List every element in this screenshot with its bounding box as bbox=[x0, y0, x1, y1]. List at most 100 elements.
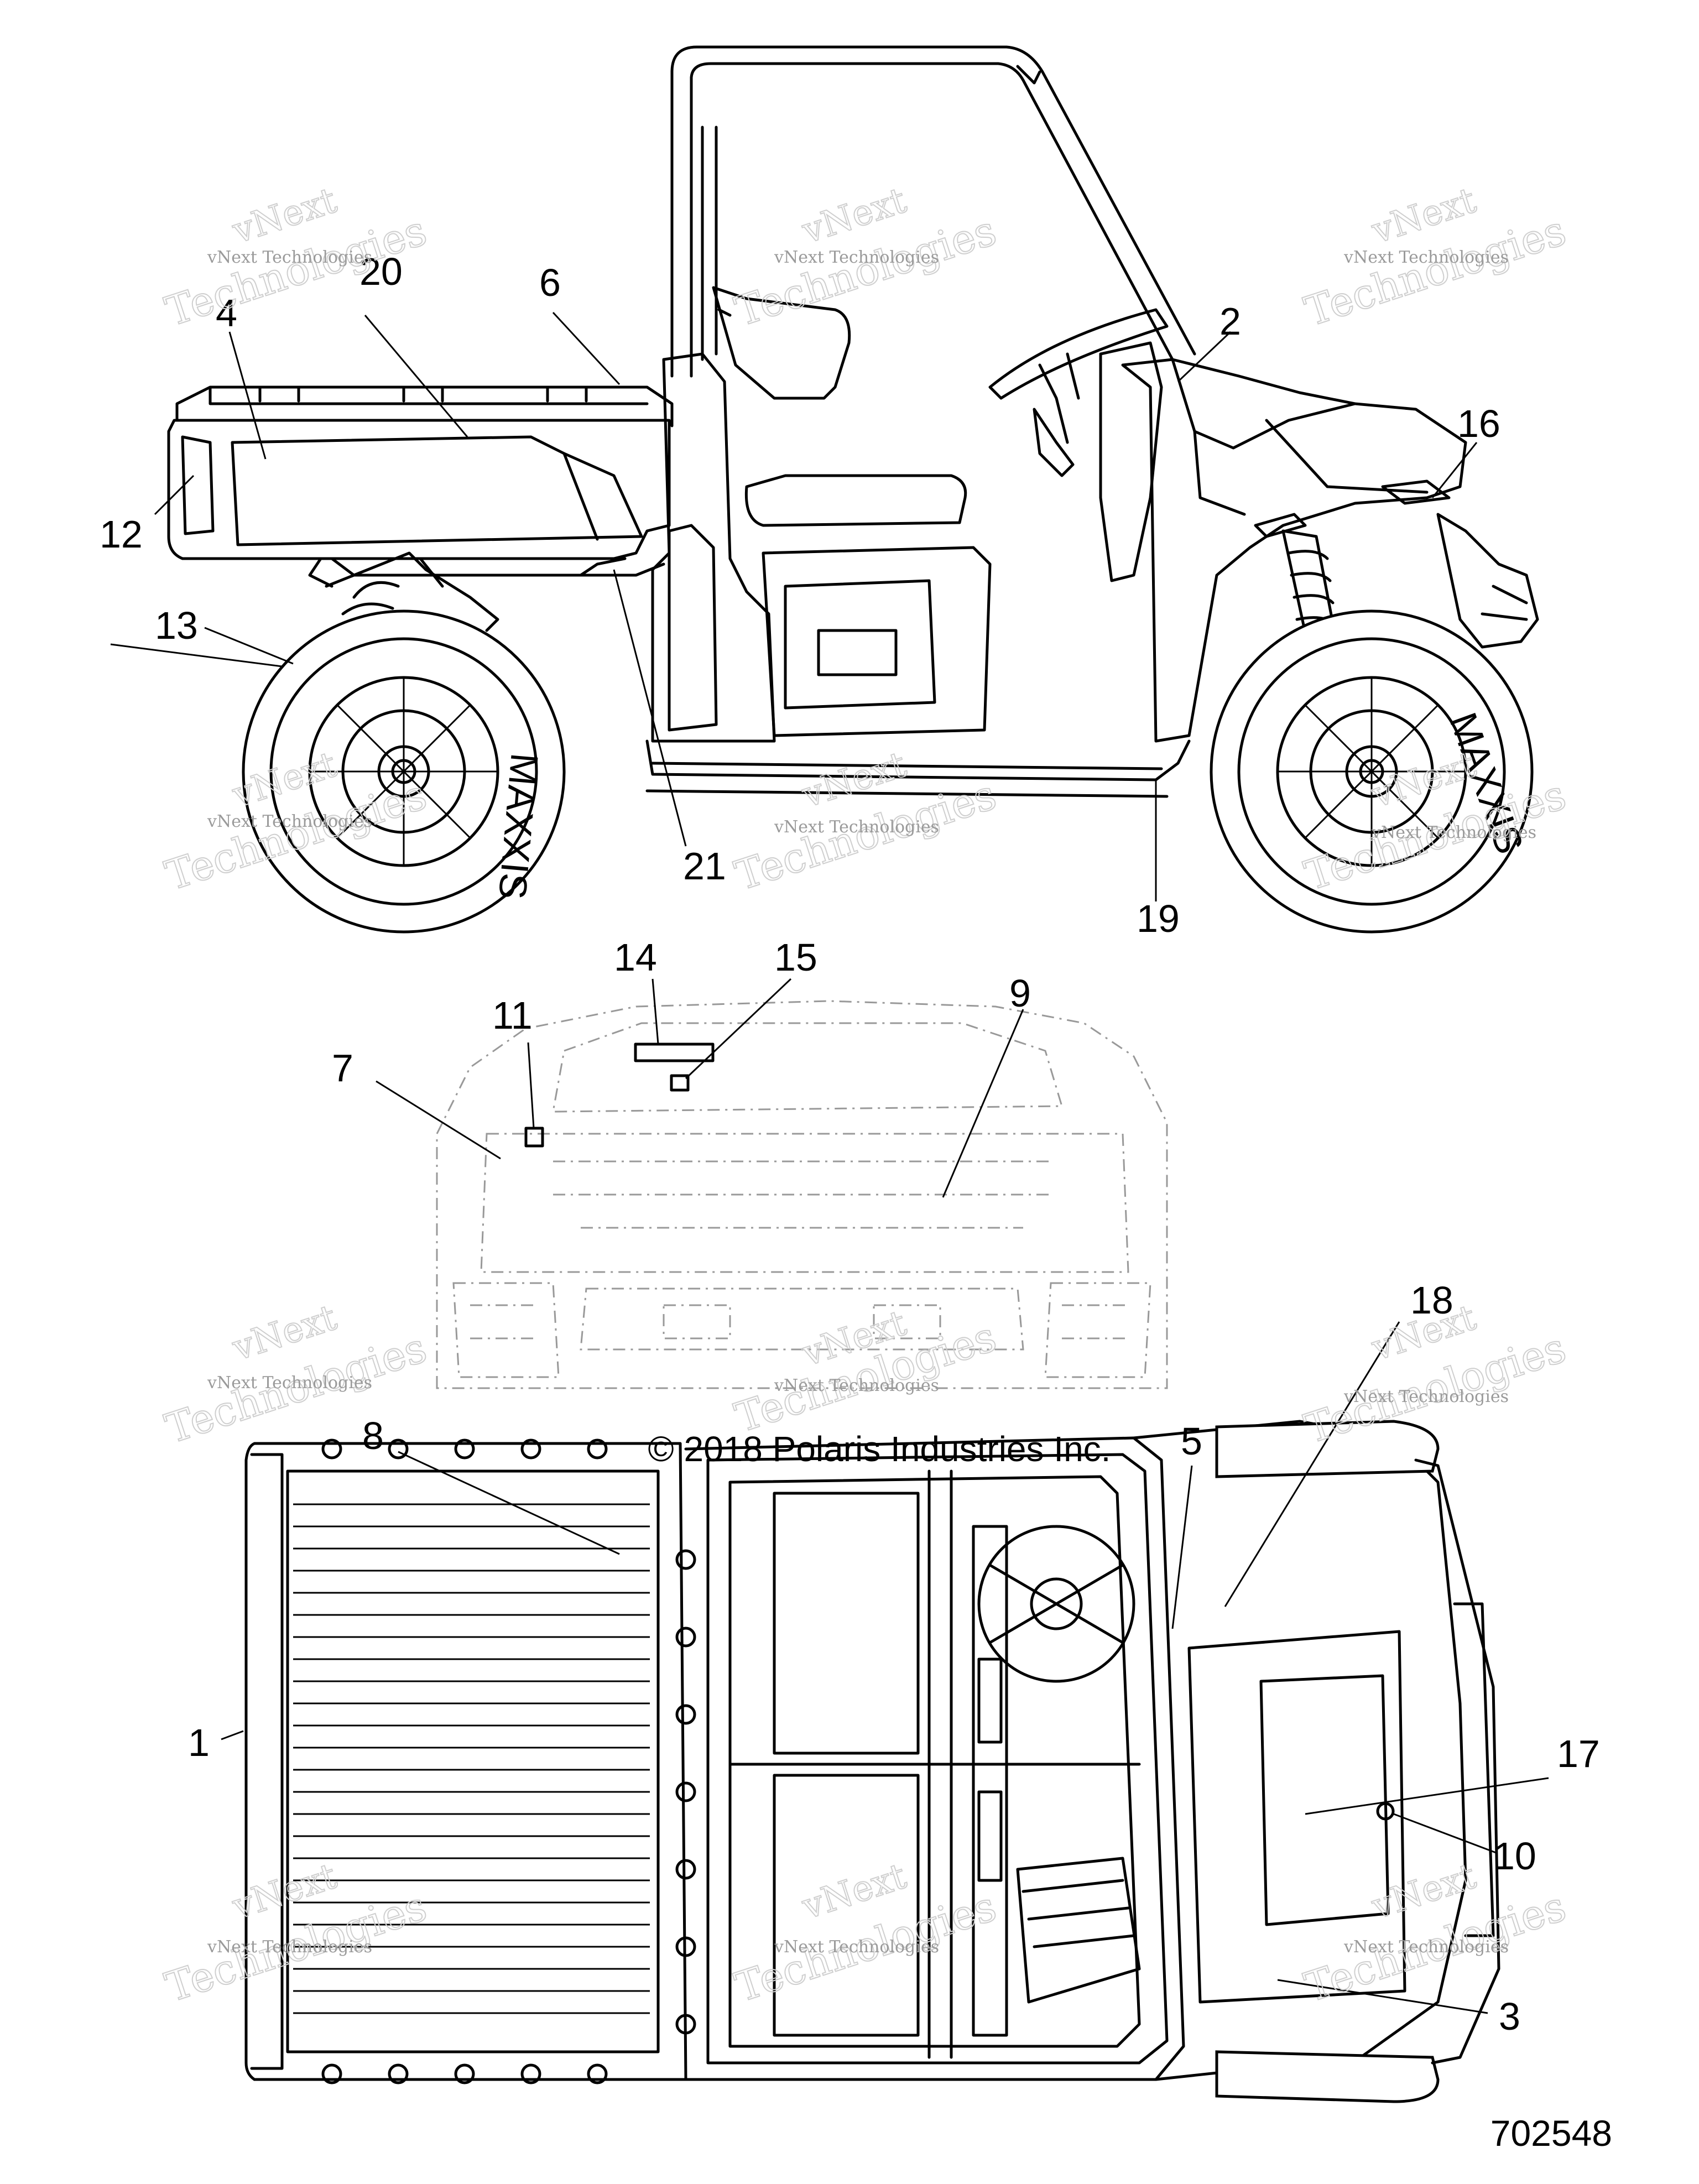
svg-text:vNext Technologies: vNext Technologies bbox=[207, 812, 372, 831]
svg-text:vNext Technologies: vNext Technologies bbox=[774, 1376, 939, 1395]
watermark-bottom-left: Technologies vNext vNext Technologies bbox=[159, 1855, 432, 2012]
roll-cage bbox=[670, 45, 1196, 378]
top-console bbox=[972, 1525, 1008, 2037]
watermark-bottom-center: Technologies vNext vNext Technologies bbox=[729, 1855, 1002, 2012]
top-cargo-bed-outer bbox=[244, 1442, 687, 2081]
top-front-tire-upper bbox=[1215, 1420, 1440, 1478]
cargo-box bbox=[167, 419, 671, 560]
top-hood-emblem bbox=[1376, 1802, 1395, 1821]
front-view-grille bbox=[480, 1133, 1129, 1273]
front-body bbox=[1121, 358, 1467, 743]
leader-lines bbox=[110, 311, 1549, 2014]
top-hood-panel bbox=[1187, 1630, 1406, 2004]
cab-side bbox=[651, 352, 776, 743]
hood-ridge bbox=[1171, 358, 1429, 516]
svg-text:vNext Technologies: vNext Technologies bbox=[1343, 1937, 1509, 1957]
seat-cushion bbox=[744, 474, 967, 527]
callout-16: 16 bbox=[1457, 402, 1500, 445]
cargo-box-rim bbox=[175, 385, 674, 428]
svg-text:vNext Technologies: vNext Technologies bbox=[1371, 823, 1536, 842]
rear-frame bbox=[308, 557, 665, 588]
svg-text:vNext Technologies: vNext Technologies bbox=[774, 248, 939, 267]
callout-15: 15 bbox=[774, 936, 817, 979]
top-cab-outline bbox=[684, 1436, 1185, 2081]
floor-rocker bbox=[645, 739, 1191, 798]
top-bed-ribs bbox=[293, 1503, 650, 2014]
svg-text:vNext Technologies: vNext Technologies bbox=[1343, 248, 1509, 267]
top-hood bbox=[1132, 1420, 1467, 2081]
callout-21: 21 bbox=[683, 845, 726, 888]
cargo-box-panel bbox=[231, 435, 643, 546]
watermark-low-right: Technologies vNext vNext Technologies bbox=[1299, 1296, 1572, 1453]
decal-15-box bbox=[634, 1043, 715, 1062]
watermarks: Technologies vNext vNext Technologies Te… bbox=[159, 179, 1572, 2012]
callouts: 1 2 3 4 5 6 7 8 9 10 11 12 13 14 15 16 1… bbox=[100, 250, 1600, 2038]
front-view-left-tire bbox=[452, 1282, 560, 1378]
top-cab-crossbar bbox=[728, 1469, 1141, 2059]
part-number: 702548 bbox=[1490, 2113, 1612, 2154]
top-tailgate bbox=[250, 1453, 284, 2070]
watermark-bottom-right: Technologies vNext vNext Technologies bbox=[1299, 1855, 1572, 2012]
copyright-notice: © 2018 Polaris Industries Inc. bbox=[648, 1429, 1111, 1469]
callout-13: 13 bbox=[155, 604, 198, 647]
callout-2: 2 bbox=[1219, 300, 1241, 343]
watermark-top-center: Technologies vNext vNext Technologies bbox=[729, 179, 1002, 336]
decal-11-box bbox=[524, 1127, 544, 1148]
svg-text:vNext Technologies: vNext Technologies bbox=[207, 1937, 372, 1957]
top-bed-bolts bbox=[321, 1438, 696, 2084]
front-bumper bbox=[1436, 513, 1539, 649]
callout-10: 10 bbox=[1493, 1834, 1536, 1878]
callout-8: 8 bbox=[362, 1414, 384, 1457]
watermark-low-left: Technologies vNext vNext Technologies bbox=[159, 1296, 432, 1453]
svg-text:vNext Technologies: vNext Technologies bbox=[207, 1373, 372, 1393]
front-view-outline bbox=[436, 1000, 1168, 1389]
decal-14-box bbox=[670, 1074, 690, 1092]
callout-11: 11 bbox=[492, 994, 533, 1037]
callout-17: 17 bbox=[1557, 1732, 1600, 1775]
side-view: MAXXIS MAXXIS bbox=[167, 45, 1539, 934]
front-view-bumper bbox=[580, 1288, 1024, 1351]
svg-text:vNext Technologies: vNext Technologies bbox=[207, 248, 372, 267]
callout-5: 5 bbox=[1181, 1420, 1202, 1463]
svg-text:vNext Technologies: vNext Technologies bbox=[774, 817, 939, 837]
callout-19: 19 bbox=[1137, 897, 1180, 940]
callout-3: 3 bbox=[1499, 1995, 1520, 2038]
watermark-top-right: Technologies vNext vNext Technologies bbox=[1299, 179, 1572, 336]
top-view bbox=[244, 1420, 1500, 2103]
top-steering-wheel bbox=[977, 1525, 1135, 1683]
top-roll-cage bbox=[706, 1453, 1169, 2065]
svg-text:vNext Technologies: vNext Technologies bbox=[1343, 1387, 1509, 1406]
top-floor-hatch bbox=[1016, 1857, 1141, 2004]
cargo-box-taillight bbox=[181, 435, 215, 535]
svg-text:vNext Technologies: vNext Technologies bbox=[774, 1937, 939, 1957]
rear-shock bbox=[325, 551, 499, 632]
top-front-bumper bbox=[1414, 1458, 1500, 2065]
callout-20: 20 bbox=[359, 250, 403, 293]
top-cargo-bed-inner bbox=[286, 1469, 660, 2053]
top-hood-decal-area bbox=[1259, 1674, 1390, 1926]
steering-wheel bbox=[988, 308, 1169, 444]
top-front-tire-lower bbox=[1215, 2050, 1440, 2103]
callout-1: 1 bbox=[188, 1721, 210, 1764]
roll-cage-rear-post bbox=[701, 126, 718, 361]
callout-6: 6 bbox=[539, 261, 561, 304]
callout-4: 4 bbox=[216, 291, 237, 335]
seat-back bbox=[712, 286, 851, 400]
callout-7: 7 bbox=[332, 1046, 353, 1090]
front-wheel: MAXXIS bbox=[1210, 609, 1534, 934]
front-view-windshield bbox=[552, 1022, 1064, 1113]
dashboard bbox=[1099, 341, 1163, 582]
front-view-right-tire bbox=[1044, 1282, 1151, 1378]
gear-shifter bbox=[1033, 408, 1075, 477]
callout-9: 9 bbox=[1009, 972, 1031, 1015]
cargo-box-clips bbox=[258, 385, 588, 403]
callout-18: 18 bbox=[1410, 1279, 1453, 1322]
watermark-low-center: Technologies vNext vNext Technologies bbox=[729, 1302, 1002, 1442]
front-headlight bbox=[1254, 479, 1451, 538]
top-seats bbox=[773, 1492, 920, 2037]
lower-door-panel bbox=[762, 546, 992, 737]
cab-side-panel bbox=[668, 524, 718, 732]
callout-12: 12 bbox=[100, 513, 143, 556]
watermark-top-left: Technologies vNext vNext Technologies bbox=[159, 179, 432, 336]
